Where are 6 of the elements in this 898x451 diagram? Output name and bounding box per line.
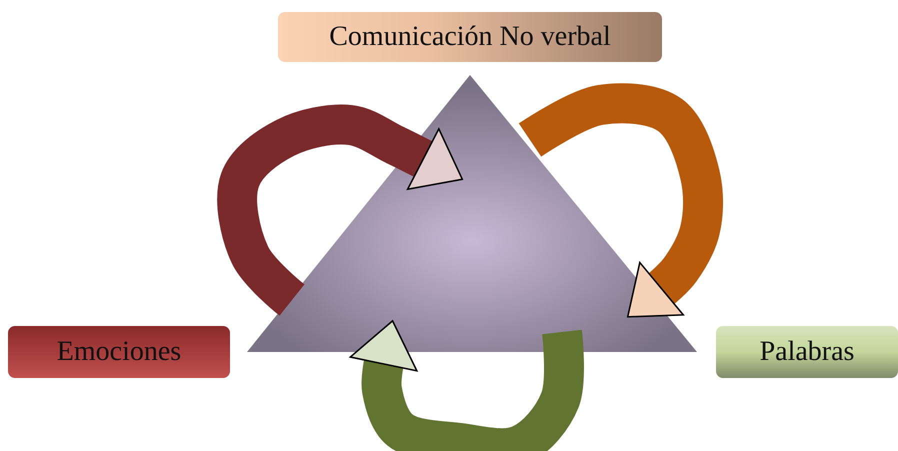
- label-box: [8, 326, 230, 378]
- label-text: Comunicación No verbal: [329, 21, 611, 53]
- label-text: Emociones: [56, 336, 182, 368]
- label-text: Palabras: [760, 336, 854, 368]
- label-box: [716, 326, 898, 378]
- label-box: [278, 12, 662, 62]
